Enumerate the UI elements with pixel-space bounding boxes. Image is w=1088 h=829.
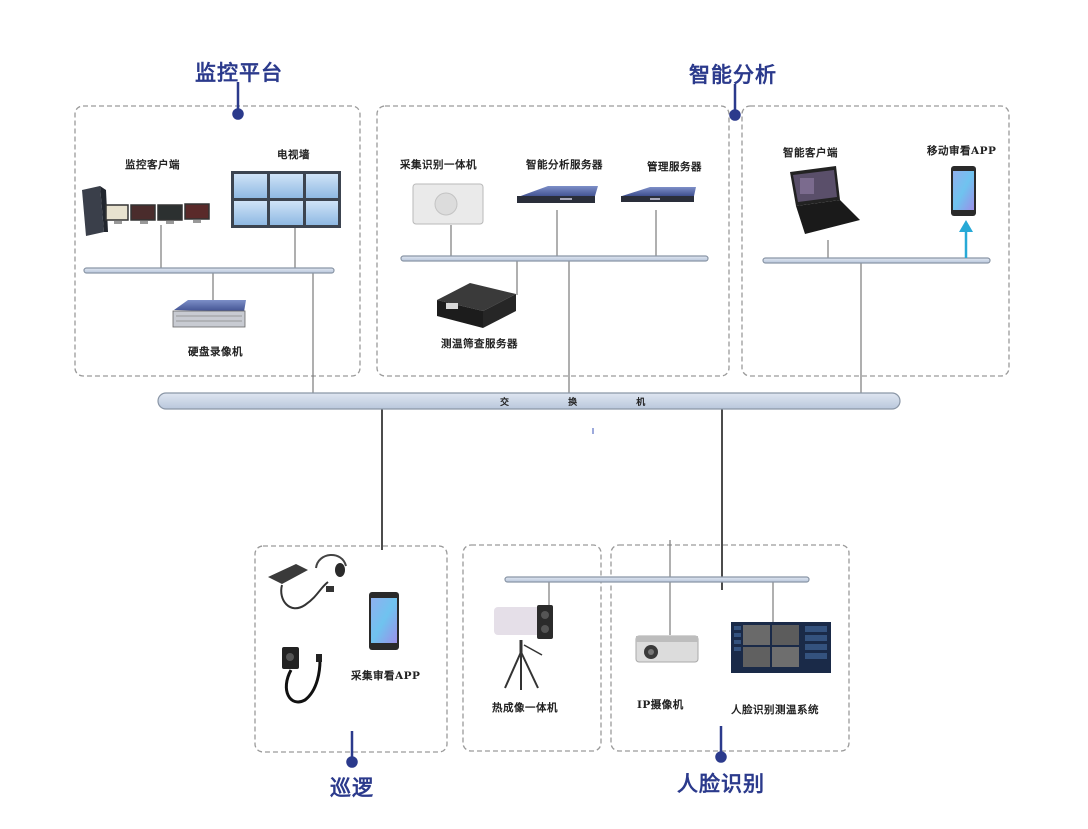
label-management-server: 管理服务器 xyxy=(647,161,702,173)
label-ip-camera: IP摄像机 xyxy=(637,699,684,711)
label-face-temp-system: 人脸识别测温系统 xyxy=(731,704,819,716)
label-monitor-client: 监控客户端 xyxy=(125,159,180,171)
tv-wall-icon xyxy=(231,171,341,228)
upload-arrow-icon xyxy=(959,220,973,258)
label-mobile-review-app: 移动审看APP xyxy=(927,145,997,157)
core-switch-bar xyxy=(157,392,901,410)
group-title-monitoring-platform: 监控平台 xyxy=(195,61,283,85)
group-title-patrol: 巡逻 xyxy=(330,776,374,800)
callout-dot xyxy=(729,109,741,121)
monitoring-platform-box xyxy=(74,105,361,377)
group-title-face-recognition: 人脸识别 xyxy=(677,772,765,796)
group-title-intelligent-analysis: 智能分析 xyxy=(689,63,777,87)
management-server-icon xyxy=(621,187,696,202)
intelligent-client-box xyxy=(741,105,1010,377)
monitoring-bus xyxy=(83,267,335,274)
label-thermal-imaging-unit: 热成像一体机 xyxy=(492,702,558,714)
analysis-bus xyxy=(400,255,709,262)
nvr-icon xyxy=(172,300,246,328)
body-camera-headset-icon xyxy=(268,554,347,610)
monitor-client-workstation-icon xyxy=(82,186,210,236)
label-core-switch: 交 换 机 xyxy=(500,398,674,408)
collect-review-app-phone-icon xyxy=(369,592,399,650)
ip-camera-icon xyxy=(635,635,699,663)
label-smart-client: 智能客户端 xyxy=(783,147,838,159)
label-capture-recognition-unit: 采集识别一体机 xyxy=(400,159,477,171)
label-tv-wall: 电视墙 xyxy=(277,149,310,161)
body-camera-charger-icon xyxy=(282,647,322,704)
label-analysis-server: 智能分析服务器 xyxy=(526,159,603,171)
trunk-lines xyxy=(381,402,723,590)
mobile-review-app-phone-icon xyxy=(951,166,976,216)
callout-dot xyxy=(232,108,244,120)
analysis-server-icon xyxy=(517,186,598,203)
label-nvr: 硬盘录像机 xyxy=(188,346,243,358)
face-recognition-box xyxy=(610,544,850,752)
patrol-box xyxy=(254,545,448,753)
label-collect-review-app: 采集审看APP xyxy=(351,670,421,682)
capture-recognition-unit-icon xyxy=(412,183,484,225)
smart-client-laptop-icon xyxy=(790,166,860,234)
callout-dot xyxy=(346,756,358,768)
thermal-imaging-camera-icon xyxy=(494,605,553,690)
client-bus xyxy=(762,257,991,264)
face-temp-system-screen-icon xyxy=(731,622,831,673)
face-bus xyxy=(504,576,810,583)
link-lines xyxy=(160,210,862,635)
label-temperature-screening-server: 测温筛查服务器 xyxy=(441,338,518,350)
callout-dot xyxy=(715,751,727,763)
intelligent-analysis-server-box xyxy=(376,105,730,377)
temperature-screening-server-icon xyxy=(437,283,516,328)
thermal-box xyxy=(462,544,602,752)
